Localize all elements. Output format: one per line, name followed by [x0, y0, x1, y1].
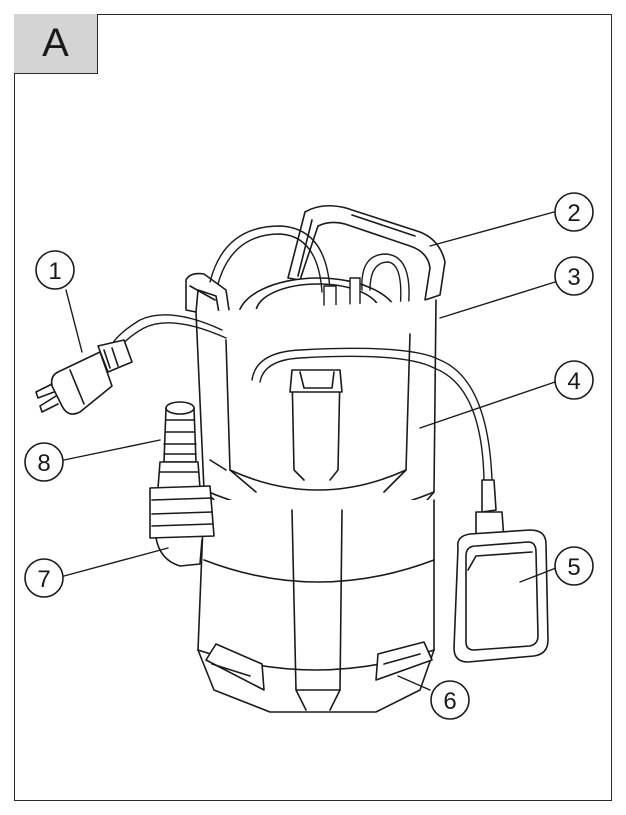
- float-switch: [453, 479, 549, 663]
- callout-6: 6: [430, 680, 470, 720]
- callout-7: 7: [24, 558, 64, 598]
- power-plug: [35, 314, 227, 415]
- callout-4-label: 4: [567, 368, 580, 395]
- callout-5: 5: [554, 546, 594, 586]
- callout-6-label: 6: [443, 688, 456, 715]
- carry-handle: [287, 204, 446, 301]
- callout-8: 8: [24, 442, 64, 482]
- figure-label: A: [14, 14, 98, 74]
- callout-5-label: 5: [567, 554, 580, 581]
- callout-2: 2: [554, 192, 594, 232]
- callout-1: 1: [35, 250, 75, 290]
- callout-7-label: 7: [37, 566, 50, 593]
- base-feet: [205, 641, 433, 691]
- callout-1-label: 1: [48, 258, 61, 285]
- outlet-elbow: [149, 485, 215, 567]
- callout-3-label: 3: [567, 264, 580, 291]
- pump-base: [197, 499, 435, 713]
- callout-8-label: 8: [37, 450, 50, 477]
- callout-2-label: 2: [567, 200, 580, 227]
- pump-housing: [195, 299, 437, 521]
- hose-connector: [157, 401, 201, 489]
- leader-lines: [63, 211, 557, 691]
- callout-4: 4: [554, 360, 594, 400]
- callout-3: 3: [554, 256, 594, 296]
